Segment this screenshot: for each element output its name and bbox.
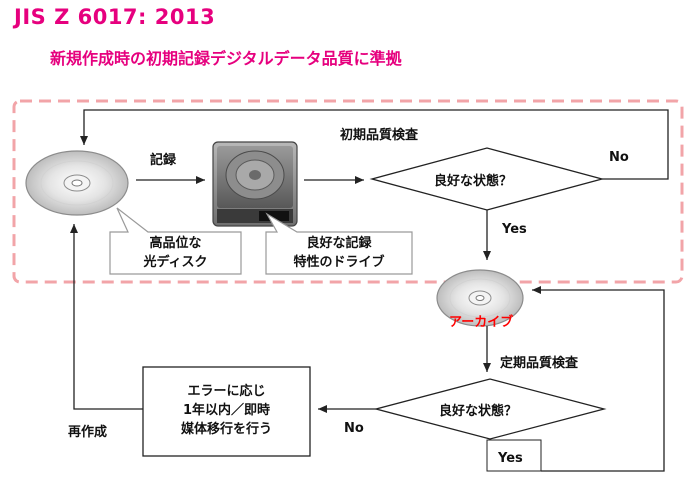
dashed-boundary bbox=[12, 99, 684, 284]
page-title: JIS Z 6017: 2013 bbox=[14, 5, 216, 29]
no-label-2: No bbox=[344, 421, 364, 436]
decision-1-text: 良好な状態？ bbox=[434, 174, 513, 189]
callout-drive-text: 良好な記録 特性のドライブ bbox=[266, 234, 412, 272]
action-line-1: エラーに応じ bbox=[187, 384, 266, 399]
callout-drive-line-1: 良好な記録 bbox=[306, 236, 372, 251]
recreate-label: 再作成 bbox=[68, 425, 108, 440]
record-label: 記録 bbox=[150, 153, 177, 168]
action-line-2: 1年以内／即時 bbox=[182, 403, 271, 418]
callout-disc-line-1: 高品位な bbox=[149, 236, 202, 251]
page-subtitle: 新規作成時の初期記録デジタルデータ品質に準拠 bbox=[50, 49, 402, 68]
archive-disc-icon bbox=[436, 269, 524, 327]
initial-check-label: 初期品質検査 bbox=[340, 128, 419, 143]
callout-disc-line-2: 光ディスク bbox=[143, 255, 208, 270]
action-box-text: エラーに応じ 1年以内／即時 媒体移行を行う bbox=[143, 382, 310, 439]
periodic-check-label: 定期品質検査 bbox=[500, 356, 579, 371]
callout-disc-text: 高品位な 光ディスク bbox=[110, 234, 241, 272]
decision-periodic-good-state bbox=[373, 378, 607, 440]
yes-label-2: Yes bbox=[498, 451, 523, 466]
callout-drive-quality bbox=[265, 212, 413, 275]
connectors bbox=[70, 109, 669, 472]
callout-disc-quality bbox=[109, 207, 242, 275]
callout-drive-line-2: 特性のドライブ bbox=[293, 255, 385, 270]
archive-label: アーカイブ bbox=[449, 315, 514, 330]
action-line-3: 媒体移行を行う bbox=[180, 422, 272, 437]
decision-2-text: 良好な状態？ bbox=[439, 404, 518, 419]
yes-label-box bbox=[486, 439, 542, 472]
hard-drive-icon bbox=[212, 141, 298, 227]
no-label-1: No bbox=[609, 150, 629, 165]
yes-label-1: Yes bbox=[502, 222, 527, 237]
optical-disc-icon bbox=[25, 150, 129, 216]
action-box bbox=[142, 366, 311, 457]
